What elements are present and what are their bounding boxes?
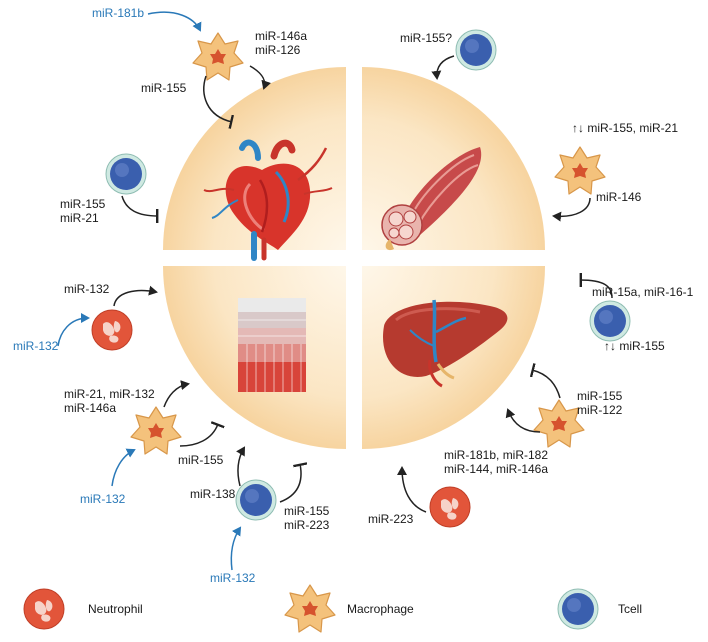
label-liver-mac-line2: miR-122 <box>577 403 623 417</box>
label-muscle-tcell: miR-155? <box>400 31 452 45</box>
quadrant-muscle <box>362 67 545 250</box>
liver-icon <box>383 299 508 388</box>
label-heart-tcell-line1: miR-155 <box>60 197 106 211</box>
legend-label: Tcell <box>618 602 642 616</box>
heart-icon <box>203 139 333 261</box>
tcell-icon <box>557 588 599 630</box>
arrow-neutrophil-liver <box>397 466 427 513</box>
arrow-tcell-heart-inhibit <box>121 195 159 224</box>
label-heart-tcell-line2: miR-21 <box>60 211 99 225</box>
label-muscle-mac: miR-146 <box>596 190 642 204</box>
label-skin-tcell-line1: miR-155 <box>284 504 330 518</box>
arrow-macrophage-skin-activate <box>163 380 190 408</box>
legend-label: Neutrophil <box>88 602 143 616</box>
legend: Neutrophil Macrophage Tcell <box>23 584 642 633</box>
macrophage-icon <box>284 584 336 633</box>
label-liver-tcell-line1: miR-15a, miR-16-1 <box>592 285 694 299</box>
legend-item-tcell: Tcell <box>557 588 642 630</box>
label-heart-mac-line2: miR-126 <box>255 43 301 57</box>
arrow-tcell-liver-inhibit <box>579 272 613 299</box>
arrow-tcell-skin-inhibit <box>279 462 308 503</box>
legend-item-macrophage: Macrophage <box>284 584 414 633</box>
arrow-mir181b-heart <box>147 11 202 32</box>
arrow-mir132-macrophage <box>111 448 136 487</box>
label-muscle-arrows: ↑↓ miR-155, miR-21 <box>572 121 678 135</box>
tissue-icon <box>238 298 306 392</box>
macrophage-icon <box>192 32 244 81</box>
label-skin-mac-inhib: miR-155 <box>178 453 224 467</box>
label-heart-mir155: miR-155 <box>141 81 187 95</box>
label-heart-mir181b: miR-181b <box>92 6 144 20</box>
neutrophil-icon <box>91 309 133 351</box>
legend-item-neutrophil: Neutrophil <box>23 588 143 630</box>
label-liver-mac-act-line1: miR-181b, miR-182 <box>444 448 548 462</box>
label-liver-mac-act-line2: miR-144, miR-146a <box>444 462 548 476</box>
legend-label: Macrophage <box>347 602 414 616</box>
arrow-mir132-tcell <box>230 526 242 571</box>
label-heart-mac-line1: miR-146a <box>255 29 307 43</box>
label-skin-tcell-act: miR-138 <box>190 487 236 501</box>
label-skin-mac-line2: miR-146a <box>64 401 116 415</box>
label-skin-tcell-line2: miR-223 <box>284 518 330 532</box>
arrow-mir132-neutrophil <box>57 313 90 347</box>
label-skin-neut: miR-132 <box>64 282 110 296</box>
macrophage-icon <box>554 146 606 195</box>
label-skin-mac-blue: miR-132 <box>80 492 126 506</box>
neutrophil-icon <box>23 588 65 630</box>
neutrophil-icon <box>429 486 471 528</box>
arrow-macrophage-liver-inhibit <box>529 363 561 399</box>
label-liver-tcell-line2: ↑↓ miR-155 <box>604 339 665 353</box>
arrow-macrophage-liver-activate <box>505 408 541 433</box>
tcell-icon <box>235 479 277 521</box>
macrophage-icon <box>130 406 182 455</box>
tcell-icon <box>455 29 497 71</box>
label-skin-mac-line1: miR-21, miR-132 <box>64 387 155 401</box>
arrow-macrophage-muscle <box>552 197 591 222</box>
label-skin-tcell-blue: miR-132 <box>210 571 256 585</box>
label-liver-mac-line1: miR-155 <box>577 389 623 403</box>
arrow-neutrophil-skin <box>113 285 158 307</box>
tcell-icon <box>105 153 147 195</box>
label-liver-neut: miR-223 <box>368 512 414 526</box>
muscle-icon <box>381 147 482 251</box>
arrow-macrophage-skin-inhibit <box>179 421 225 447</box>
tcell-icon <box>589 300 631 342</box>
arrow-tcell-muscle <box>431 55 455 80</box>
arrow-tcell-skin-activate <box>236 446 246 487</box>
arrow-macrophage-heart-activate <box>249 65 271 90</box>
arrow-macrophage-heart-inhibit <box>203 75 234 129</box>
label-skin-neut-blue: miR-132 <box>13 339 59 353</box>
